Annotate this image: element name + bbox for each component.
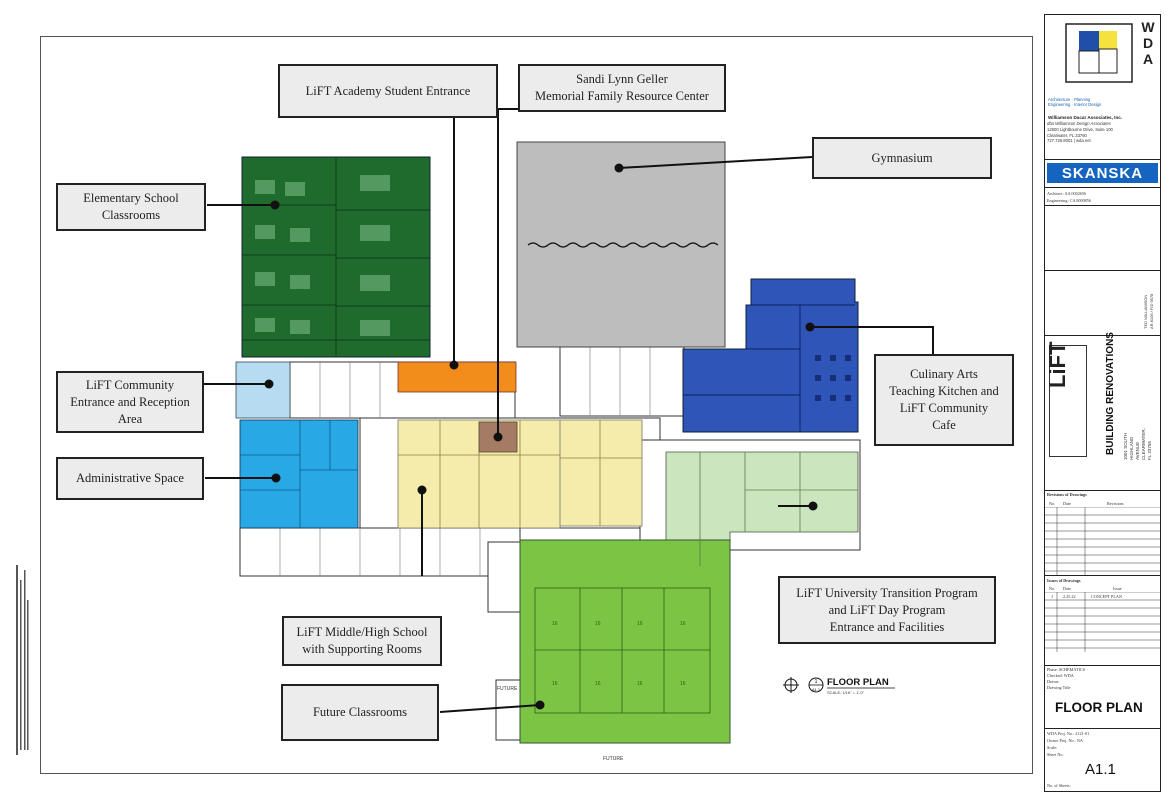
zone-administrative: [239, 419, 359, 529]
scale-line: Scale:: [1047, 745, 1058, 750]
university-partitions: [699, 452, 858, 566]
issue-row-number: 1: [1051, 594, 1054, 599]
floor-plan-title: FLOOR PLAN: [827, 677, 889, 688]
project-address: 1001 SOUTH HIGHLAND AVENUE CLEARWATER, F…: [1123, 428, 1152, 460]
svg-text:1: 1: [815, 679, 818, 685]
admin-partitions: [240, 420, 358, 528]
svg-text:16: 16: [552, 681, 558, 687]
svg-text:16: 16: [637, 681, 643, 687]
architect-line: Architect: AA 0002656: [1047, 191, 1087, 196]
wda-letters: W D A: [1141, 19, 1155, 67]
zone-community-entrance: [235, 361, 291, 419]
leader-lines: [204, 108, 934, 713]
callout-community-entrance: LiFT Community Entrance and Reception Ar…: [56, 371, 204, 433]
owner-project-number: Owner Proj. No.: NA: [1047, 738, 1083, 743]
drawing-title: FLOOR PLAN: [1055, 700, 1143, 715]
firm-tagline: Architecture · Planning Engineering · In…: [1048, 97, 1102, 107]
cafe-tables: [815, 355, 851, 401]
svg-text:16: 16: [637, 621, 643, 627]
floor-plan-scale: SCALE: 1/16" = 1'-0": [827, 690, 865, 695]
elementary-furniture: [255, 175, 390, 336]
project-title: BUILDING RENOVATIONS: [1105, 332, 1116, 455]
future-room-numbers: 16 16 16 16 16 16 16 16: [552, 621, 686, 687]
future-label-bottom: FUTURE: [603, 756, 624, 762]
callout-future-classrooms: Future Classrooms: [281, 684, 439, 741]
elementary-partitions: [242, 157, 430, 357]
culinary-partitions: [683, 304, 855, 432]
callout-family-resource-center: Sandi Lynn Geller Memorial Family Resour…: [518, 64, 726, 112]
wda-project-number: WDA Proj. No.: 2121-01: [1047, 731, 1090, 736]
svg-text:A1.1: A1.1: [812, 687, 821, 692]
zone-future: [519, 539, 731, 744]
drawn-line: Drawn:: [1047, 679, 1060, 684]
issue-row-issue: CONCEPT PLAN: [1091, 594, 1122, 599]
floor-plan-key: 1 A1.1 FLOOR PLAN SCALE: 1/16" = 1'-0": [783, 677, 895, 695]
firm-name: Williamson Dacar Associates, Inc.: [1048, 115, 1123, 120]
checked-line: Checked: WDA: [1047, 673, 1074, 678]
leader-dots: [264, 163, 818, 710]
revisions-table: [1045, 507, 1160, 575]
callout-culinary-arts: Culinary Arts Teaching Kitchen and LiFT …: [874, 354, 1014, 446]
issues-title: Issues of Drawings: [1047, 578, 1081, 583]
floor-plan: 16 16 16 16 16 16 16 16 FUTURE FUTURE 1 A1.1…: [204, 108, 934, 762]
issues-table: [1045, 592, 1160, 652]
wda-logo-mark: [1065, 23, 1133, 83]
firm-section: W D A Architecture · Planning Engineerin…: [1045, 15, 1160, 160]
svg-text:16: 16: [595, 621, 601, 627]
callout-lift-academy-entrance: LiFT Academy Student Entrance: [278, 64, 498, 118]
future-label-left: FUTURE: [497, 686, 518, 692]
gym-divider-curtain: [527, 242, 719, 248]
outline-partitions: [279, 346, 651, 576]
callout-administrative-space: Administrative Space: [56, 457, 204, 500]
sheet-number-label: Sheet No.: [1047, 752, 1064, 757]
svg-text:16: 16: [680, 681, 686, 687]
callout-elementary-classrooms: Elementary School Classrooms: [56, 183, 206, 231]
drawing-title-label: Drawing Title: [1047, 685, 1071, 690]
engineering-line: Engineering: CA 0000856: [1047, 198, 1091, 203]
zone-gymnasium: [516, 141, 726, 348]
firm-address: 12600 Lightbourne Drive, Suite 100 Clear…: [1047, 127, 1113, 143]
callout-university-transition: LiFT University Transition Program and L…: [778, 576, 996, 644]
sheet-border: [40, 36, 1033, 774]
margin-notes: [16, 565, 29, 755]
title-block: W D A Architecture · Planning Engineerin…: [1044, 14, 1161, 792]
future-classroom-grid: [534, 587, 711, 714]
project-logo: LiFT: [1045, 342, 1087, 457]
sheet-number: A1.1: [1085, 761, 1116, 778]
callout-middle-high-school: LiFT Middle/High School with Supporting …: [282, 616, 442, 666]
middle-high-partitions: [398, 420, 642, 528]
phase-line: Phase: SCHEMATICS: [1047, 667, 1086, 672]
issue-row-date: 2.25.22: [1063, 594, 1076, 599]
svg-text:16: 16: [680, 621, 686, 627]
number-of-sheets: No. of Sheets:: [1047, 783, 1071, 788]
svg-text:16: 16: [595, 681, 601, 687]
revisions-title: Revisions of Drawings: [1047, 492, 1087, 497]
firm-subname: dba Williamson Design Associates: [1047, 121, 1111, 126]
svg-text:16: 16: [552, 621, 558, 627]
callout-gymnasium: Gymnasium: [812, 137, 992, 179]
professional-seal: TED WILLIAMSON AR 8106 / FID 9578: [1143, 293, 1154, 329]
contractor-logo: SKANSKA: [1047, 163, 1158, 183]
